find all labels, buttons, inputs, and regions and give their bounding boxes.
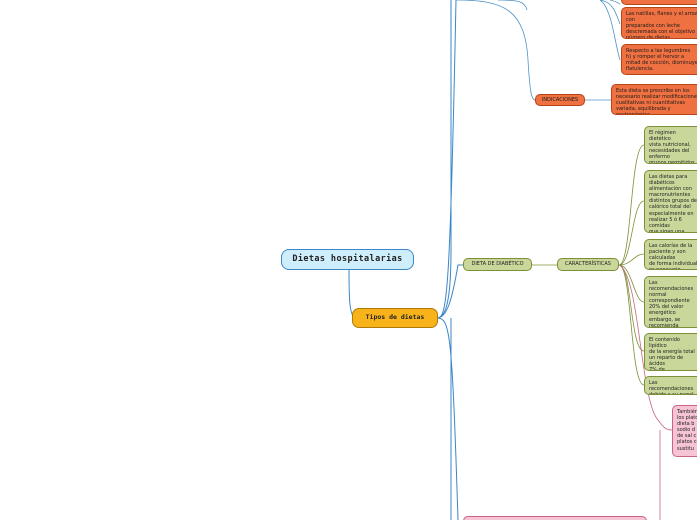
link-trunk-up-2 (436, 0, 457, 319)
characteristic-item: Las dietas para diabéticos alimentación … (644, 170, 697, 233)
characteristic-item: Las calorías de la paciente y son calcul… (644, 239, 697, 270)
link-note-2 (599, 0, 621, 61)
diabetic-diet-node[interactable]: DIETA DE DIABÉTICO (463, 258, 532, 271)
lower-branch-node-cut (463, 516, 647, 520)
link-char-5 (618, 264, 645, 352)
characteristic-item: El régimen dietético vista nutricional, … (644, 126, 697, 164)
characteristic-item: Las recomendaciones debido a su papel (644, 376, 697, 395)
link-char-3 (618, 253, 645, 266)
extra-note-node: También los platos dieta b sodio d de sa… (672, 405, 697, 457)
link-char-1 (618, 144, 645, 266)
note-top-cut (621, 0, 697, 5)
link-note-0 (609, 0, 621, 5)
link-upper-top (497, 0, 528, 11)
note-legumbres: Respecto a las legumbres h) y romper el … (621, 44, 697, 75)
link-note-1 (599, 0, 621, 25)
characteristics-node[interactable]: CARACTERÍSTICAS (557, 258, 619, 271)
characteristic-item: El contenido lipídico de la energía tota… (644, 333, 697, 371)
root-node[interactable]: Dietas hospitalarias (281, 249, 414, 270)
link-main-diabetic (436, 264, 463, 319)
indicaciones-text: Esta dieta se prescribe en los necesario… (611, 84, 697, 115)
link-char-2 (618, 200, 645, 266)
main-topic-node[interactable]: Tipos de dietas (352, 308, 438, 328)
link-char-4 (618, 264, 645, 303)
characteristic-item: Las recomendaciones normal correspondien… (644, 276, 697, 328)
link-extra-note (618, 264, 673, 431)
link-trunk-down-2 (436, 317, 459, 520)
indicaciones-node[interactable]: INDICACIONES (535, 94, 585, 106)
link-char-6 (618, 264, 645, 386)
link-upper-indicaciones (455, 0, 536, 101)
note-natillas: Las natillas, flanes y el arroz con prep… (621, 7, 697, 39)
